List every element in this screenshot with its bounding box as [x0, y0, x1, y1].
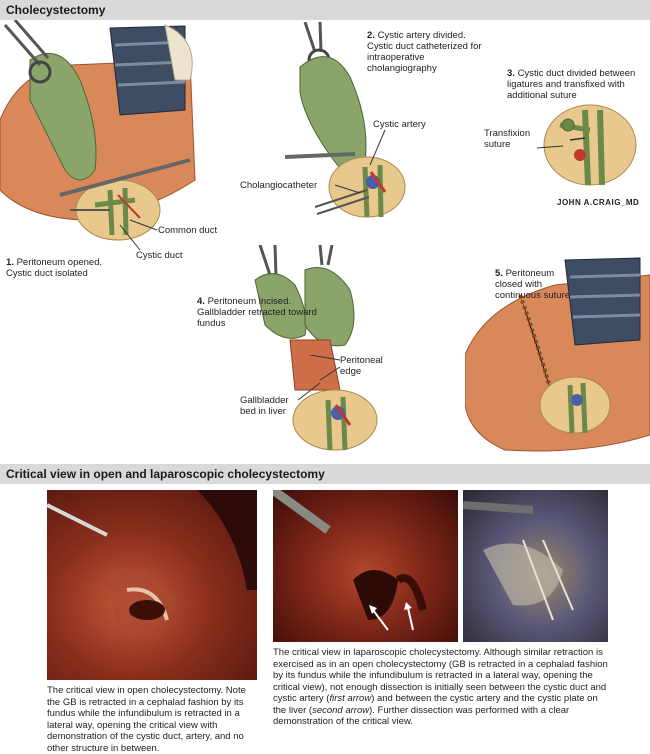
- label-transfixion-suture: Transfixion suture: [484, 128, 531, 150]
- label-common-duct: Common duct: [158, 225, 218, 236]
- leader-lines-step-2: [334, 129, 386, 194]
- illustration-step-1: [0, 20, 196, 241]
- caption-laparoscopic: The critical view in laparoscopic cholec…: [273, 647, 608, 727]
- section-title: Critical view in open and laparoscopic c…: [6, 467, 325, 481]
- forceps-icon: [463, 501, 534, 514]
- illustration-step-5: [465, 257, 650, 452]
- artist-signature: JOHN A.CRAIG_MD: [557, 198, 640, 207]
- leader-lines-step-1: [119, 219, 158, 251]
- caption-open: The critical view in open cholecystectom…: [47, 685, 246, 754]
- step-3-label: 3. Cystic duct divided between ligatures…: [507, 68, 636, 101]
- forceps-icon: [47, 503, 108, 537]
- label-peritoneal-edge: Peritoneal edge: [340, 355, 383, 377]
- section-header-critical-view: Critical view in open and laparoscopic c…: [0, 464, 650, 484]
- photo-open-cholecystectomy: [47, 490, 257, 680]
- step-2-label: 2. Cystic artery divided. Cystic duct ca…: [367, 30, 482, 74]
- forceps-icon: [3, 20, 52, 84]
- arrow-icon: [404, 602, 414, 631]
- label-cystic-artery: Cystic artery: [373, 119, 426, 130]
- forceps-icon: [258, 245, 334, 276]
- leader-line-step-3: [536, 145, 564, 149]
- leader-lines-step-4: [297, 355, 341, 401]
- illustration-step-3: [543, 104, 637, 186]
- label-gallbladder-bed: Gallbladder bed in liver: [240, 395, 289, 417]
- photo-laparoscopic-cholecystectomy: [273, 490, 458, 642]
- label-cholangiocatheter: Cholangiocatheter: [240, 180, 318, 191]
- section-title: Cholecystectomy: [6, 3, 106, 17]
- photo-laparoscopic-critical-view: [463, 490, 608, 642]
- step-4-label: 4. Peritoneum incised. Gallbladder retra…: [197, 296, 317, 329]
- arrow-icon: [369, 605, 389, 631]
- step-5-label: 5. Peritoneum closed with continuous sut…: [495, 268, 570, 301]
- section-header-cholecystectomy: Cholecystectomy: [0, 0, 650, 20]
- illustration-step-4: [254, 245, 378, 451]
- label-cystic-duct: Cystic duct: [136, 250, 183, 261]
- illustration-step-2: [285, 22, 406, 218]
- step-1-label: 1. Peritoneum opened. Cystic duct isolat…: [6, 257, 103, 279]
- forceps-icon: [273, 490, 331, 534]
